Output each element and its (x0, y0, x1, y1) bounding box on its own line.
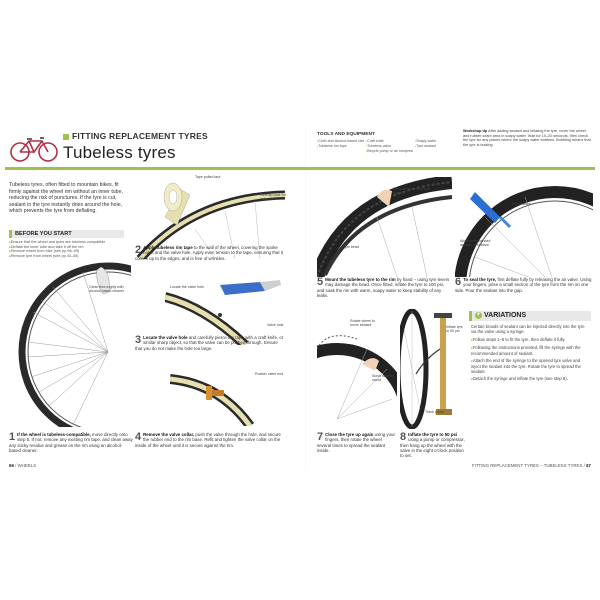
footer-section-right: FITTING REPLACEMENT TYRES (471, 463, 539, 468)
label-tyre-bead: Tyre bead (343, 245, 359, 249)
list-item: Follow steps 1–5 to fit the tyre, then d… (471, 337, 591, 343)
footer-right: FITTING REPLACEMENT TYRES – TUBELESS TYR… (471, 463, 591, 468)
label-locate-valve: Locate the valve hole (170, 285, 204, 289)
tool-item: Craft knife (366, 139, 413, 143)
list-item: Following the instructions provided, fil… (471, 345, 591, 356)
step-3: 3 Locate the valve hole and carefully pi… (135, 335, 285, 351)
tools-title: TOOLS AND EQUIPMENT (317, 132, 375, 137)
step-5: 5 Mount the tubeless tyre to the rim by … (317, 277, 452, 298)
label-overlap: Overlap past the valve hole (260, 193, 287, 202)
rim-tape-illustration (136, 182, 285, 259)
before-you-start-heading: BEFORE YOU START (9, 230, 124, 238)
step-number: 1 (9, 431, 16, 443)
step-number: 4 (135, 431, 142, 443)
tools-list: Cloth and alcohol-based cleaner Craft kn… (317, 139, 457, 154)
list-item: Deflate the inner tube and take it off t… (9, 245, 127, 250)
step-lead: To seal the tyre, (463, 277, 497, 282)
step-lead: Remove the valve collar, (143, 432, 195, 437)
before-you-start-list: Ensure that the wheel and tyres are tube… (9, 240, 127, 258)
step-8: 8 Inflate the tyre to 50 psi using a pum… (400, 431, 465, 459)
add-sealant-illustration (455, 186, 593, 277)
list-item: Attach the end of the syringe to the ope… (471, 358, 591, 374)
step-number: 8 (400, 431, 407, 443)
list-item: Ensure that the wheel and tyres are tube… (9, 240, 127, 245)
step-number: 5 (317, 276, 324, 288)
step-text: using your fingers, then rotate the whee… (317, 432, 395, 453)
bicycle-icon (10, 137, 58, 162)
valve-fit-illustration (170, 374, 255, 426)
page-spine (305, 127, 306, 470)
variations-list: Follow steps 1–5 to fit the tyre, then d… (469, 337, 591, 382)
valve-hole-illustration (165, 280, 281, 345)
tool-item: Soapy water (415, 139, 461, 143)
step-6: 6 To seal the tyre, first deflate fully … (455, 277, 593, 293)
step-7: 7 Close the tyre up again using your fin… (317, 432, 397, 453)
label-rubber-valve: Rubber valve end (255, 372, 284, 376)
footer-left: 66 / WHEELS (9, 463, 37, 468)
tool-item: Tubeless rim tape (317, 144, 364, 148)
tool-item: Tyre sealant (415, 144, 461, 148)
label-rotate-wheel: Rotate wheel to move sealant (350, 319, 375, 328)
tool-item: Tubeless valve (366, 144, 413, 148)
tool-item: Cloth and alcohol-based cleaner (317, 139, 364, 143)
step-lead: Inflate the tyre to 50 psi (408, 432, 458, 437)
label-clean-rim: Clean thoroughly with alcohol-based clea… (89, 285, 125, 294)
workshop-tip-label: Workshop tip (463, 129, 488, 133)
step-2: 2 Apply tubeless rim tape to the wall of… (135, 245, 285, 261)
step-text: using a pump or compressor, then hang up… (400, 437, 465, 459)
step-lead: Mount the tubeless tyre to the rim (325, 277, 396, 282)
intro-text: Tubeless tyres, often fitted to mountain… (9, 182, 123, 215)
workshop-tip: Workshop tip After adding sealant and in… (463, 129, 593, 147)
page-header: FITTING REPLACEMENT TYRES Tubeless tyres… (5, 127, 595, 170)
section-kicker: FITTING REPLACEMENT TYRES (63, 131, 208, 141)
label-sealant-amount: Add recommended amount of sealant (460, 239, 491, 248)
label-slosh: Slosh sealant round (372, 374, 394, 383)
variations-intro: Certain brands of sealant can be injecte… (471, 324, 585, 334)
page-title: Tubeless tyres (63, 143, 176, 162)
step-number: 6 (455, 276, 462, 288)
step-lead: Locate the valve hole (143, 335, 188, 340)
step-lead: Close the tyre up again (325, 432, 374, 437)
step-number: 2 (135, 244, 142, 256)
label-inflate: Inflate tyre to 50 psi (446, 325, 463, 334)
label-sealant-pour: Tyre sealant (511, 202, 531, 206)
page-number-left: 66 (9, 463, 14, 468)
list-item: Remove wheel from bike (see pp.98–99) (9, 249, 127, 254)
plus-icon: + (475, 311, 482, 319)
variations-box: +VARIATIONS Certain brands of sealant ca… (469, 311, 591, 384)
variations-heading: +VARIATIONS (469, 311, 591, 321)
rotate-wheel-illustration (317, 335, 397, 420)
step-text: move directly onto step 5. If not, remov… (9, 432, 133, 453)
page-footer: 66 / WHEELS FITTING REPLACEMENT TYRES – … (5, 463, 595, 470)
footer-section-left: WHEELS (17, 463, 37, 468)
wheel-rim-illustration (18, 262, 131, 427)
inflate-tyre-illustration (400, 309, 452, 429)
workshop-tip-text: After adding sealant and inflating the t… (463, 129, 591, 147)
step-number: 7 (317, 431, 324, 443)
footer-topic-right: TUBELESS TYRES (543, 463, 583, 468)
mount-tyre-illustration (317, 177, 452, 277)
step-text: push the valve through the hole, and sec… (135, 432, 281, 448)
step-4: 4 Remove the valve collar, push the valv… (135, 432, 285, 448)
step-1: 1 If the wheel is tubeless-compatible, m… (9, 432, 134, 453)
label-tape-taut: Tape pulled taut (195, 175, 221, 179)
list-item: Detach the syringe and inflate the tyre … (471, 376, 591, 382)
page-number-right: 67 (586, 463, 591, 468)
list-item: Remove tyre from wheel (see pp.44–45) (9, 254, 127, 259)
label-valve-hole: Valve hole (267, 323, 284, 327)
tool-item: Bicycle pump or air compressor (366, 149, 413, 153)
book-spread: FITTING REPLACEMENT TYRES Tubeless tyres… (5, 127, 595, 470)
step-text: by hand – using tyre levers may damage t… (317, 277, 450, 298)
step-text: first deflate fully by releasing the air… (455, 277, 592, 293)
step-text: and carefully pierce the tape with a cra… (135, 335, 284, 351)
label-track-pump: Track pump (425, 410, 444, 414)
label-tyre-bead-fingers: Remove tyre bead with fingers (393, 187, 430, 196)
step-text: to the wall of the wheel, covering the s… (135, 245, 283, 261)
step-lead: Apply tubeless rim tape (143, 245, 193, 250)
step-lead: If the wheel is tubeless-compatible, (17, 432, 91, 437)
tools-box: TOOLS AND EQUIPMENT Cloth and alcohol-ba… (317, 132, 457, 154)
step-number: 3 (135, 334, 142, 346)
